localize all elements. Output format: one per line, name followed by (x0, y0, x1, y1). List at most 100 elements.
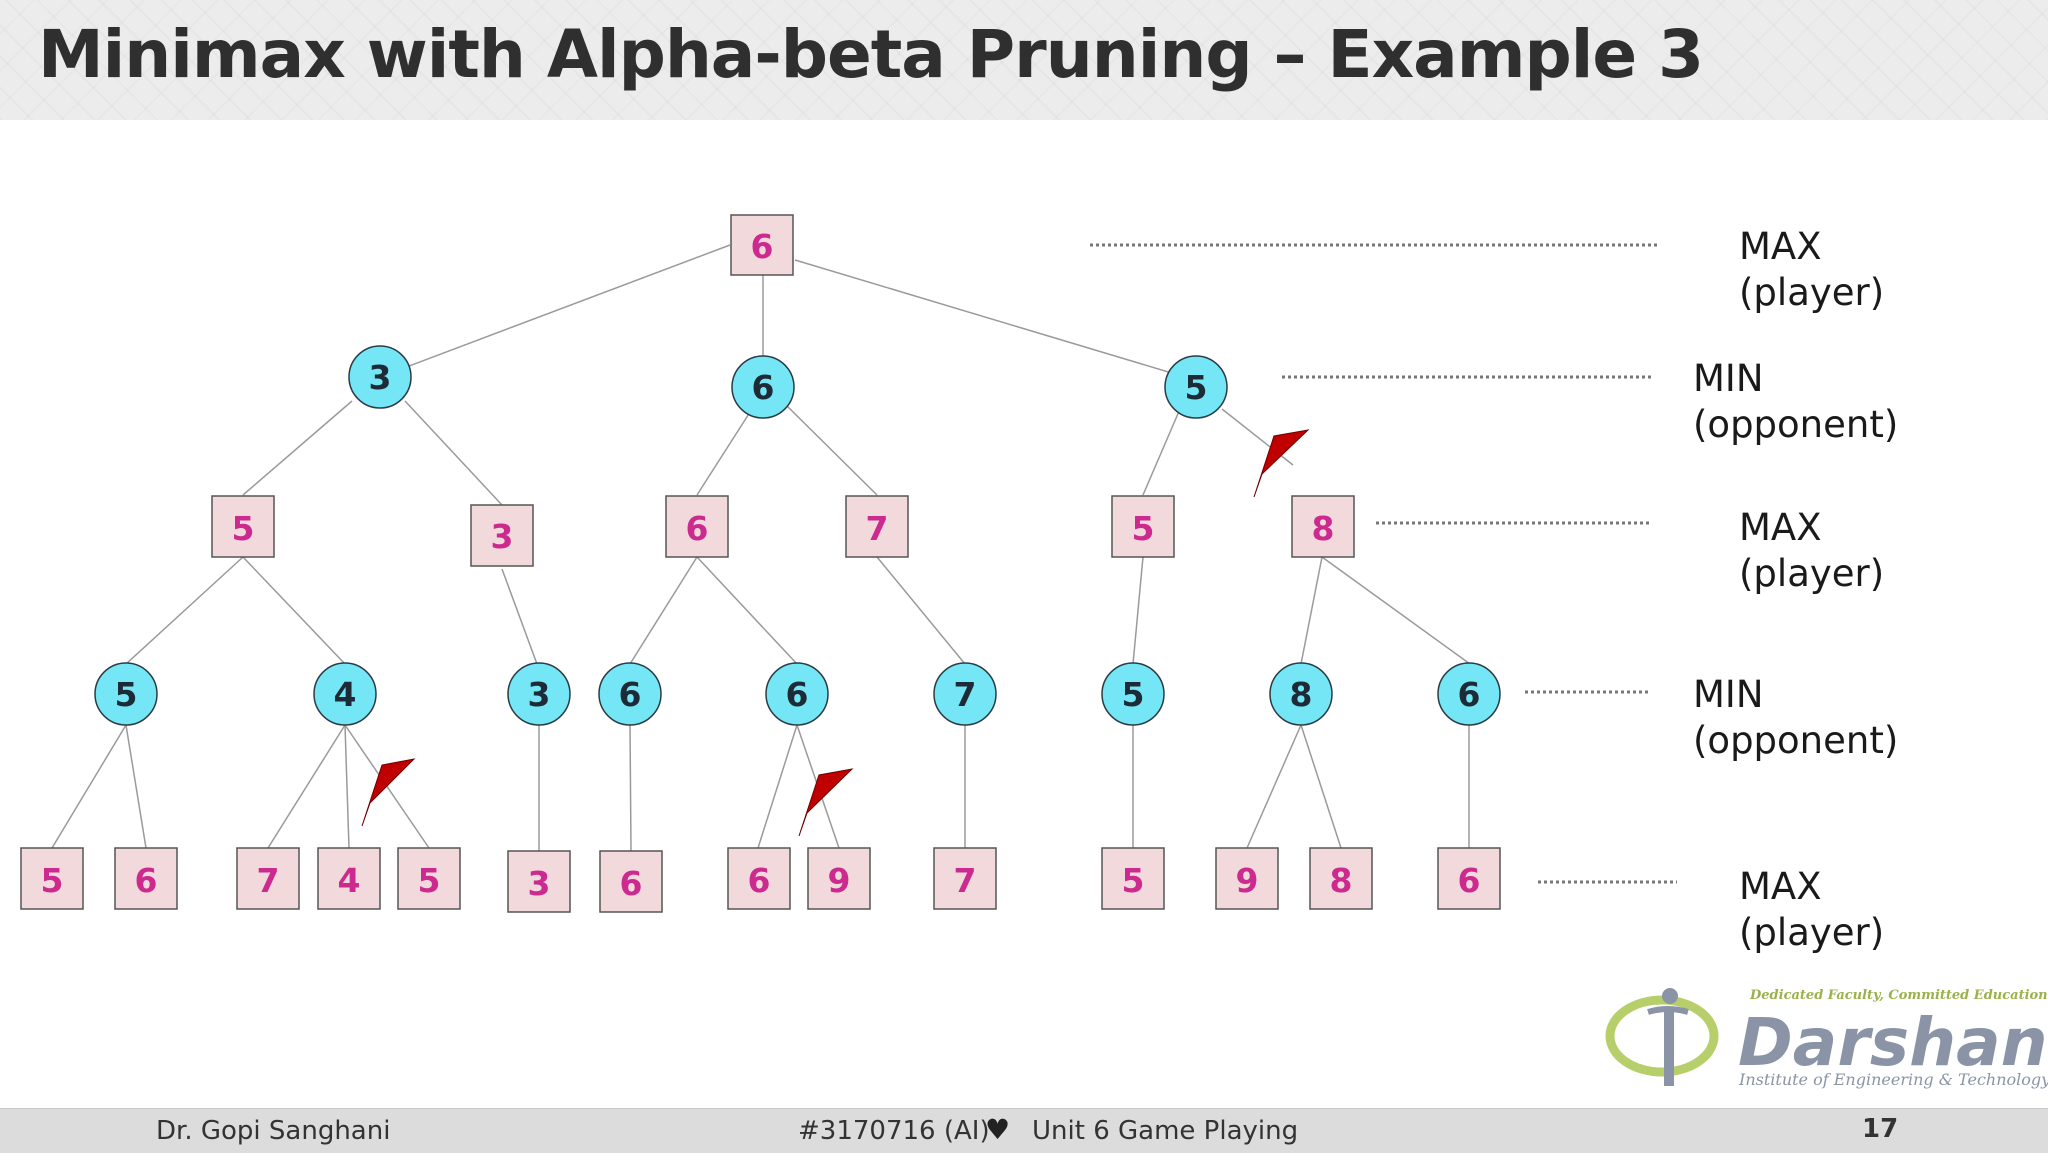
edge (696, 556, 798, 665)
node-value: 3 (369, 358, 392, 397)
edge (757, 724, 798, 849)
edge (267, 724, 346, 849)
max-node: 8 (1291, 495, 1355, 558)
node-value: 5 (418, 861, 441, 900)
leaf-node: 5 (1101, 847, 1165, 910)
header-bar (0, 0, 2048, 120)
root-node: 6 (730, 214, 794, 276)
node-value: 3 (528, 675, 551, 714)
level-label: (opponent) (1693, 403, 1898, 446)
node-value: 4 (338, 861, 361, 900)
leaf-node: 5 (397, 847, 461, 910)
leaf-node: 3 (507, 850, 571, 913)
min-node: 6 (765, 662, 829, 726)
leaf-node: 4 (317, 847, 381, 910)
min-node: 7 (933, 662, 997, 726)
heart-icon: ♥ (985, 1113, 1011, 1146)
leaf-node: 7 (236, 847, 300, 910)
min-node: 5 (1101, 662, 1165, 726)
min-node: 3 (507, 662, 571, 726)
node-value: 3 (528, 864, 551, 903)
leaf-node: 5 (20, 847, 84, 910)
leaf-node: 9 (807, 847, 871, 910)
node-value: 5 (1132, 509, 1155, 548)
min-node: 6 (598, 662, 662, 726)
min-node: 6 (1437, 662, 1501, 726)
edge (404, 400, 503, 506)
min-node: 8 (1269, 662, 1333, 726)
min-node: 6 (731, 355, 795, 419)
prune-mark-icon (1253, 429, 1310, 498)
node-value: 4 (334, 675, 357, 714)
node-value: 7 (866, 509, 889, 548)
node-value: 8 (1290, 675, 1313, 714)
node-value: 7 (257, 861, 280, 900)
max-node: 6 (665, 495, 729, 558)
node-value: 8 (1312, 509, 1335, 548)
max-node: 3 (470, 504, 534, 567)
edge (696, 408, 753, 496)
edge (1142, 408, 1181, 496)
node-value: 5 (1122, 675, 1145, 714)
prune-mark-icon (361, 758, 416, 827)
edge (1300, 556, 1323, 665)
level-label: (player) (1739, 911, 1884, 954)
node-value: 7 (954, 675, 977, 714)
node-value: 6 (135, 861, 158, 900)
footer-author: Dr. Gopi Sanghani (156, 1116, 391, 1146)
node-value: 3 (491, 517, 514, 556)
edge (379, 244, 731, 378)
node-value: 5 (232, 509, 255, 548)
prune-mark-icon (798, 768, 854, 837)
footer-bar: Dr. Gopi Sanghani #3170716 (AI) ♥ Unit 6… (0, 1108, 2048, 1153)
max-node: 5 (1111, 495, 1175, 558)
logo-tagline: Dedicated Faculty, Committed Education (1749, 988, 2048, 1003)
node-value: 9 (1236, 861, 1259, 900)
node-value: 6 (686, 509, 709, 548)
edge (1246, 724, 1302, 849)
min-node: 4 (313, 662, 377, 726)
edge (125, 724, 147, 849)
edge (629, 724, 632, 852)
node-value: 9 (828, 861, 851, 900)
min-node: 3 (348, 345, 412, 409)
node-value: 6 (751, 227, 774, 266)
leaf-node: 6 (114, 847, 178, 910)
edge (1300, 724, 1342, 849)
node-value: 5 (41, 861, 64, 900)
edge (1132, 556, 1144, 665)
node-value: 5 (1185, 368, 1208, 407)
max-node: 5 (211, 495, 275, 558)
edge (784, 403, 878, 496)
leaf-node: 8 (1309, 847, 1373, 910)
node-value: 6 (1458, 675, 1481, 714)
edge (242, 400, 353, 496)
node-value: 5 (1122, 861, 1145, 900)
min-node: 5 (1164, 355, 1228, 419)
edge (51, 724, 127, 849)
node-value: 6 (1458, 861, 1481, 900)
level-label: (player) (1739, 271, 1884, 314)
logo-subtitle: Institute of Engineering & Technology (1738, 1070, 2048, 1089)
level-label: MAX (1739, 225, 1822, 268)
edge (501, 568, 538, 665)
leaf-node: 6 (727, 847, 791, 910)
node-value: 5 (115, 675, 138, 714)
footer-unit: Unit 6 Game Playing (1032, 1116, 1299, 1146)
level-label: MIN (1693, 673, 1764, 716)
level-label: MIN (1693, 357, 1764, 400)
leaf-node: 7 (933, 847, 997, 910)
page-number: 17 (1862, 1114, 1899, 1144)
logo-name: Darshan (1738, 1004, 2048, 1081)
leaf-node: 6 (1437, 847, 1501, 910)
edge (629, 556, 698, 665)
node-value: 6 (752, 368, 775, 407)
leaf-node: 6 (599, 850, 663, 913)
darshan-logo: Dedicated Faculty, Committed Education D… (1605, 988, 2048, 1089)
max-node: 7 (845, 495, 909, 558)
leaf-node: 9 (1215, 847, 1279, 910)
tree-edges (51, 244, 1471, 852)
edge (125, 556, 244, 665)
edge (876, 556, 966, 665)
